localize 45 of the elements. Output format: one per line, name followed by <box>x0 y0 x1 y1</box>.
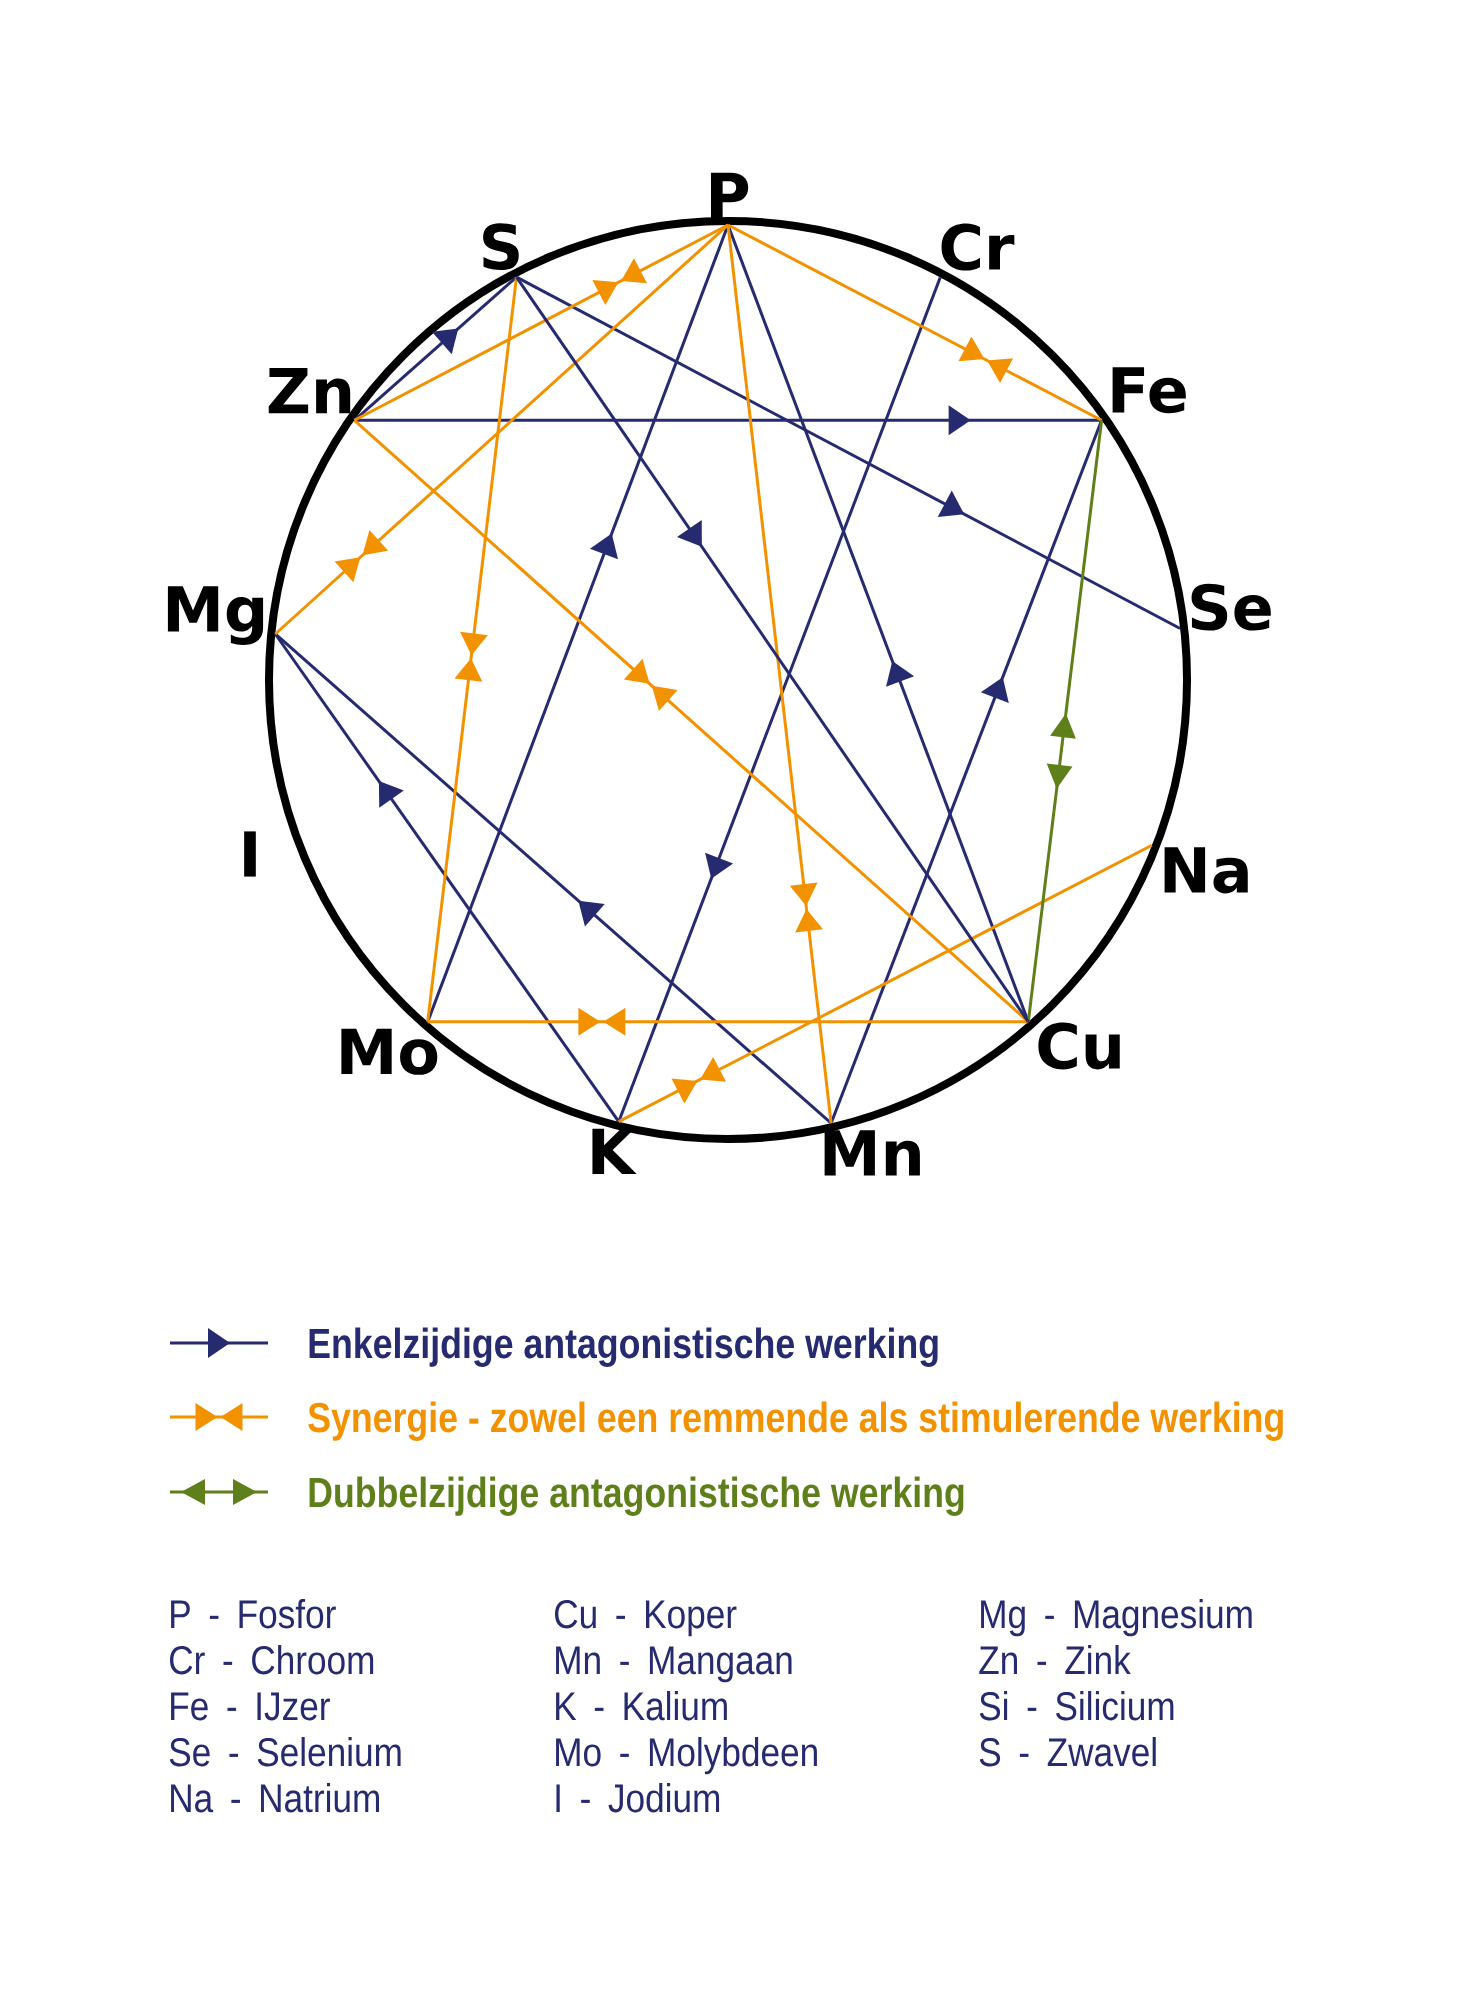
key-text: Cu - Koper <box>555 1600 737 1637</box>
element-symbol: S <box>483 223 519 271</box>
bowtie-arrow <box>618 843 1153 1124</box>
element-symbol: Cr <box>941 223 1015 271</box>
bowtie-arrow <box>726 224 833 1124</box>
element-symbol: Mo <box>341 1028 438 1075</box>
element-symbol: Na <box>1164 847 1248 894</box>
bowtie-arrow <box>274 223 729 636</box>
key-text: Mg - Magnesium <box>981 1599 1252 1637</box>
key-text: Se - Selenium <box>169 1737 401 1767</box>
element-symbol: Cu <box>1038 1022 1120 1070</box>
arrow <box>515 276 1030 1023</box>
arrow <box>829 419 1103 1124</box>
key-text: Si - Silicium <box>979 1691 1174 1721</box>
arrow <box>274 632 833 1125</box>
legend-text: Dubbelzijdige antagonistische werking <box>309 1476 964 1516</box>
bowtie-arrow <box>427 1007 1029 1036</box>
element-symbol: K <box>592 1128 637 1174</box>
key-text: I - Jodium <box>556 1783 720 1813</box>
arrow <box>274 633 620 1123</box>
key-text: Mo - Molybdeen <box>556 1737 817 1775</box>
element-symbol: Fe <box>1112 367 1186 414</box>
bowtie-arrow <box>727 223 1103 422</box>
key-text: Mn - Mangaan <box>556 1646 792 1683</box>
key-text: S - Zwavel <box>979 1737 1156 1767</box>
double-arrow <box>1026 420 1104 1022</box>
key-text: Na - Natrium <box>171 1783 379 1813</box>
legend-text: Enkelzijdige antagonistische werking <box>309 1327 938 1367</box>
key-text: P - Fosfor <box>171 1599 336 1629</box>
element-symbol: P <box>710 172 749 218</box>
key-text: K - Kalium <box>556 1691 727 1721</box>
element-symbol: Mg <box>167 586 264 645</box>
arrow <box>354 405 1102 436</box>
arrow <box>353 275 518 422</box>
key-text: Zn - Zink <box>979 1645 1131 1674</box>
element-symbol: Zn <box>268 368 351 414</box>
bowtie-arrow <box>426 276 518 1022</box>
element-symbol: I <box>244 831 256 877</box>
arrow <box>515 275 1181 630</box>
key-text: Cr - Chroom <box>170 1645 374 1675</box>
arrow <box>617 276 942 1123</box>
element-symbol: Mn <box>824 1130 920 1176</box>
legend-text: Synergie - zowel een remmende als stimulerende werking <box>308 1401 1283 1441</box>
key-text: Fe - IJzer <box>171 1692 330 1721</box>
element-symbol: Se <box>1191 583 1271 631</box>
